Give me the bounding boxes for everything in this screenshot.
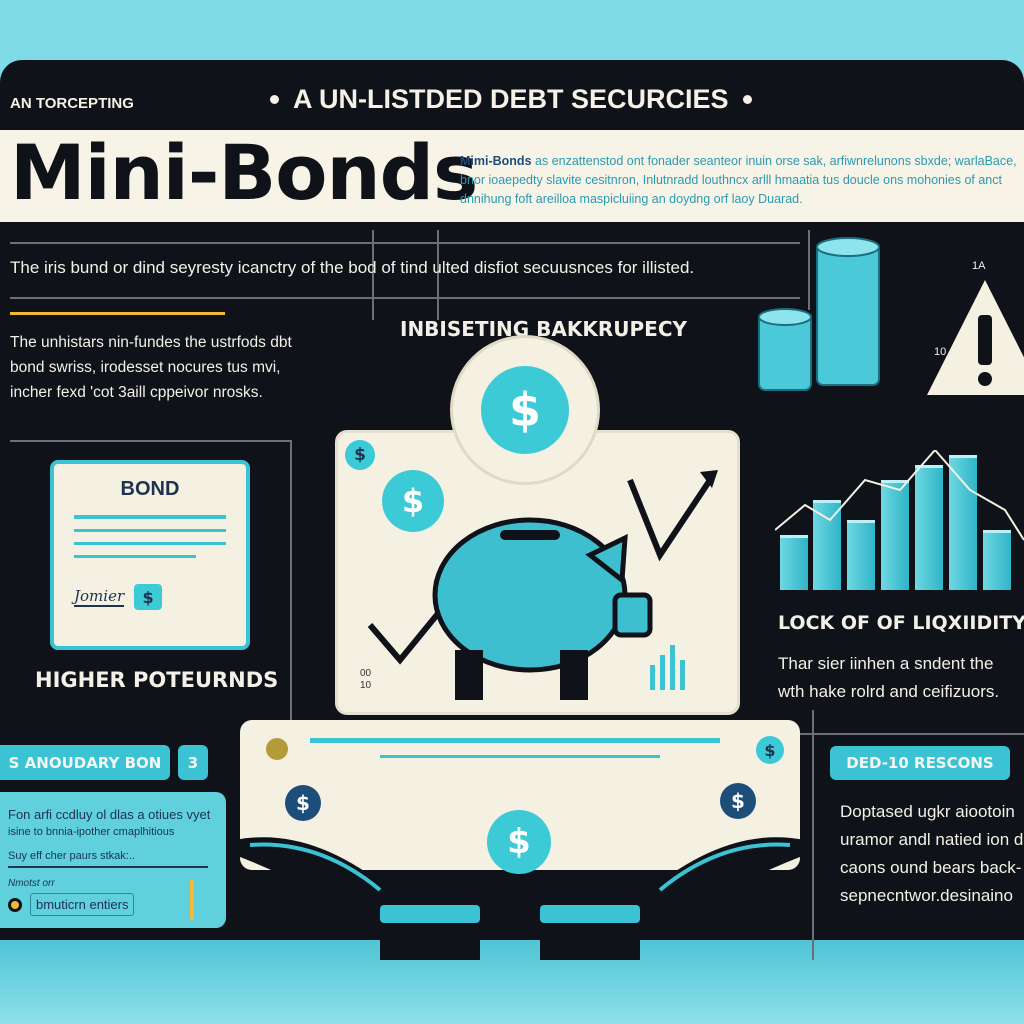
trend-line (775, 450, 1024, 541)
bond-document: BOND Jomier $ (50, 460, 250, 650)
bond-label: BOND (120, 478, 180, 500)
reasons-pill: DED-10 RESCONS (830, 746, 1010, 780)
left-para-line: incher fexd 'cot 3aill cppeivor nrosks. (10, 384, 263, 401)
card-rule (310, 738, 720, 743)
piggy-bank-icon (367, 470, 718, 700)
bullet-icon (270, 95, 279, 104)
dollar-icon: $ (345, 440, 375, 470)
reasons-line: Doptased ugkr aiootoin (840, 802, 1015, 821)
warning-label-side: 10 (934, 346, 947, 358)
small-number: 00 (360, 668, 372, 679)
bottom-band (0, 940, 1024, 1024)
reasons-text: Doptased ugkr aiootoin uramor andl natie… (840, 798, 1023, 910)
divider (437, 230, 439, 320)
secondary-underline-text: Suy eff cher paurs stkak:.. (8, 850, 208, 868)
secondary-number: 3 (178, 745, 208, 780)
desc-text: as enzattenstod ont fonader seanteor inu… (460, 154, 1017, 206)
liquidity-text: Thar sier iinhen a sndent the wth hake r… (778, 650, 999, 706)
reasons-line: uramor andl natied ion d (840, 830, 1024, 849)
divider (812, 710, 814, 960)
warning-triangle-icon (927, 280, 1024, 395)
coin-stack-icon (758, 237, 880, 391)
bar (915, 465, 943, 590)
bar (847, 520, 875, 590)
left-para-line: bond swriss, irodesset nocures tus mvi, (10, 359, 281, 376)
secondary-small-label: Nmotst orr (8, 878, 55, 889)
bar (813, 500, 841, 590)
liquidity-line: wth hake rolrd and ceifizuors. (778, 682, 1000, 701)
dollar-icon: $ (382, 470, 444, 532)
left-para-line: The unhistars nin-fundes the ustrfods db… (10, 334, 292, 351)
secondary-line: Fon arfi ccdluy ol dlas a otiues vyet (8, 807, 211, 822)
divider (372, 230, 374, 320)
liquidity-heading: LOCK OF OF LIQXIIDITY (778, 612, 1024, 634)
radio-label[interactable]: bmuticrn entiers (30, 893, 135, 916)
trend-down-icon (367, 603, 448, 665)
bar (949, 455, 977, 590)
bar (983, 530, 1011, 590)
bullet-icon (742, 95, 752, 104)
dollar-icon: $ (134, 584, 163, 610)
card-rule (380, 755, 660, 758)
dollar-icon: $ (720, 783, 756, 819)
small-numbers: 00 10 (360, 668, 371, 692)
page-title: Mini-Bonds (10, 128, 478, 217)
pen-icon (190, 880, 194, 920)
reasons-line: caons ound bears back- (840, 858, 1022, 877)
desc-lead: Mimi-Bonds (460, 154, 532, 168)
higher-returns-heading: HIGHER POTEURNDS (35, 668, 279, 692)
title-description: Mimi-Bonds as enzattenstod ont fonader s… (460, 152, 1024, 209)
divider (10, 440, 290, 442)
title-band (0, 130, 1024, 222)
divider (10, 242, 800, 244)
trend-up-icon (627, 478, 713, 562)
small-number: 10 (360, 680, 372, 691)
pin-icon (266, 738, 288, 760)
hands-icon (235, 837, 805, 960)
kicker: AN TORCEPTING (10, 95, 134, 112)
signature: Jomier (74, 587, 125, 607)
bar-chart-illustration (775, 450, 1024, 590)
dollar-icon: $ (756, 736, 784, 764)
secondary-pill: S ANOUDARY BON (0, 745, 170, 780)
divider (808, 230, 810, 310)
radio-icon[interactable] (8, 897, 22, 912)
warning-label-top: 1A (972, 260, 986, 272)
liquidity-line: Thar sier iinhen a sndent the (778, 654, 994, 673)
bar (881, 480, 909, 590)
dollar-icon: $ (487, 810, 551, 874)
secondary-box: Fon arfi ccdluy ol dlas a otiues vyet is… (0, 792, 226, 928)
bar (780, 535, 808, 590)
divider (10, 297, 800, 299)
accent-rule (10, 312, 225, 315)
dollar-icon: $ (481, 366, 569, 454)
divider (290, 440, 292, 720)
intro-line: The iris bund or dind seyresty icanctry … (10, 258, 695, 277)
secondary-line: isine to bnnia-ipother cmaplhitious (8, 826, 175, 838)
subtitle-text: A UN-LISTDED DEBT SECURCIES (293, 84, 729, 114)
coin-badge: $ (450, 335, 600, 485)
divider (795, 733, 1024, 735)
left-paragraph: The unhistars nin-fundes the ustrfods db… (10, 330, 292, 405)
dollar-icon: $ (285, 785, 321, 821)
subtitle: A UN-LISTDED DEBT SECURCIES (270, 84, 752, 115)
reasons-line: sepnecntwor.desinaino (840, 886, 1013, 905)
